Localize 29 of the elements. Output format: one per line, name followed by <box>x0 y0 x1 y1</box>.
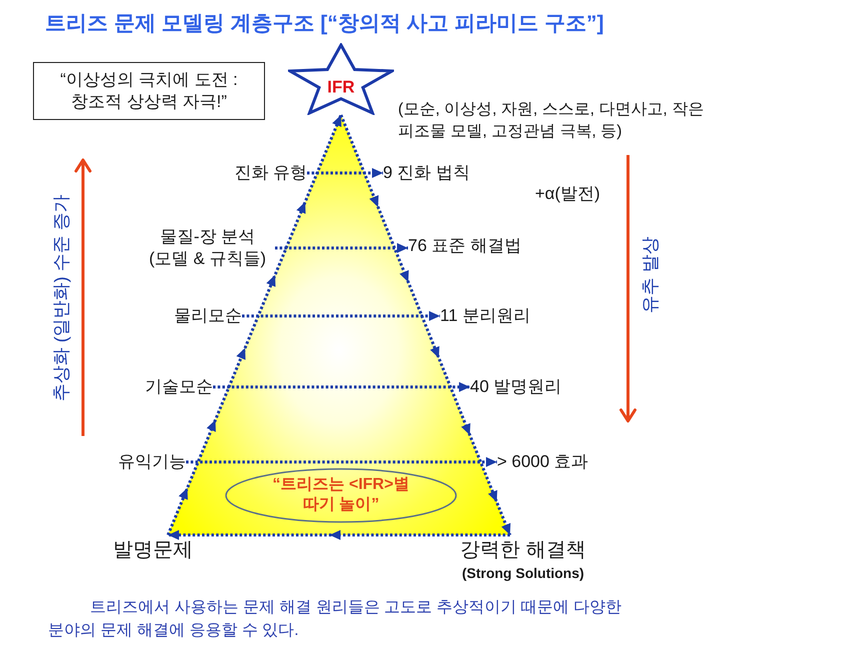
arrow <box>242 311 440 321</box>
level-label: 물리모순 <box>174 304 242 328</box>
arrow <box>307 168 383 178</box>
level-label: 물질-장 분석 (모델 & 규칙들) <box>140 226 275 270</box>
description-text: 트리즈에서 사용하는 문제 해결 원리들은 고도로 추상적이기 때문에 다양한 분야의 문제 해결에 응용할 수 있다. <box>48 598 623 642</box>
level-label: 유익기능 <box>118 450 186 474</box>
ellipse-text: “트리즈는 <IFR>별 따기 놀이” <box>272 474 410 516</box>
arrow-caption: 추상화 (일반화) 수준 증가 <box>52 194 72 402</box>
quote-box: “이상성의 극치에 도전 : 창조적 상상력 자극!” <box>33 62 265 120</box>
principle-label: 76 표준 해결법 <box>408 234 522 258</box>
principle-label: 9 진화 법칙 <box>383 162 470 184</box>
corner-label: 강력한 해결책 <box>460 538 586 563</box>
arrow <box>340 114 512 536</box>
corner-sublabel: (Strong Solutions) <box>462 565 584 582</box>
level-label: 기술모순 <box>145 376 213 398</box>
arrow <box>186 457 497 467</box>
diagram-title: 트리즈 문제 모델링 계층구조 [“창의적 사고 피라미드 구조”] <box>45 11 604 37</box>
note-label: +α(발전) <box>535 184 600 204</box>
level-label: 진화 유형 <box>234 162 307 184</box>
arrow <box>213 382 470 392</box>
arrow-caption: 유추 발상 <box>641 236 661 314</box>
principle-label: 40 발명원리 <box>470 376 562 398</box>
star-label: IFR <box>327 78 355 96</box>
note-text: (모순, 이상성, 자원, 스스로, 다면사고, 작은 피조물 모델, 고정관념 극복, 등) <box>398 100 705 142</box>
principle-label: > 6000 효과 <box>497 450 588 474</box>
arrow <box>275 243 408 253</box>
principle-label: 11 분리원리 <box>440 304 530 328</box>
corner-label: 발명문제 <box>113 535 193 565</box>
arrow <box>168 530 510 540</box>
